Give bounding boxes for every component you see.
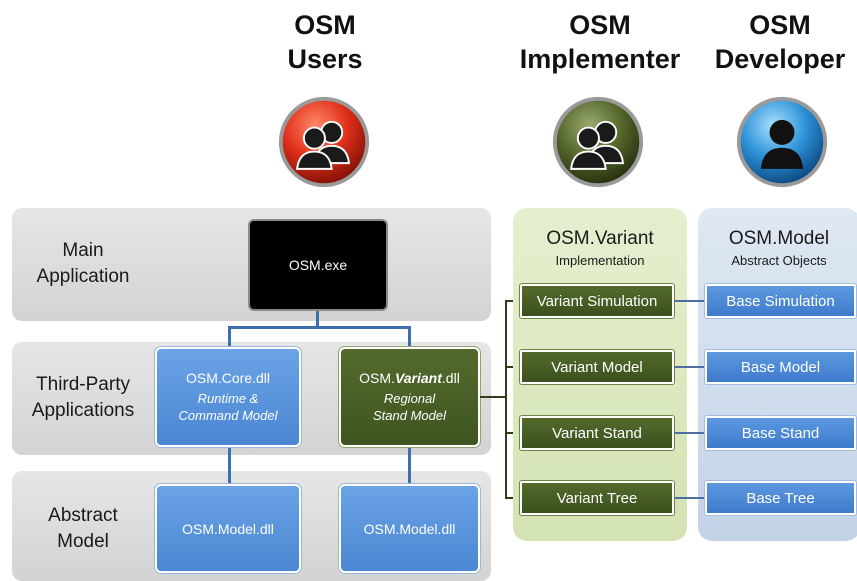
row-label-line1: Main: [62, 240, 104, 261]
role-title-implementer: OSM Implementer: [510, 8, 690, 76]
osm-exe-label: OSM.exe: [288, 257, 348, 273]
connector-line: [228, 326, 231, 350]
variant-dll-subtitle-1: Regional: [383, 391, 436, 406]
model-dll-label: OSM.Model.dll: [363, 520, 456, 537]
single-user-icon: [734, 94, 830, 190]
model-dll-label: OSM.Model.dll: [182, 520, 274, 537]
role-title-line2: Implementer: [519, 44, 681, 74]
connector-line: [480, 396, 506, 398]
row-label-line1: Abstract: [48, 505, 118, 526]
role-title-line1: OSM: [749, 10, 811, 40]
connector-line: [228, 446, 231, 486]
variant-dll-box: OSM.Variant.dll Regional Stand Model: [339, 347, 480, 447]
variant-item: Variant Tree: [520, 481, 674, 515]
variant-item: Variant Simulation: [520, 284, 674, 318]
variant-dll-title: OSM.Variant.dll: [359, 370, 460, 386]
connector-line: [505, 432, 520, 434]
connector-line: [674, 300, 706, 302]
role-title-line1: OSM: [294, 10, 356, 40]
connector-line: [674, 432, 706, 434]
connector-line: [674, 366, 706, 368]
base-item: Base Tree: [705, 481, 856, 515]
core-dll-subtitle-1: Runtime &: [197, 391, 259, 406]
role-title-users: OSM Users: [270, 8, 380, 76]
base-item: Base Stand: [705, 416, 856, 450]
row-label-third-party: Third-Party Applications: [14, 372, 152, 424]
connector-line: [505, 366, 520, 368]
base-item: Base Simulation: [705, 284, 856, 318]
model-column-subtitle: Abstract Objects: [731, 253, 827, 268]
variant-dll-title-bold: Variant: [394, 370, 442, 386]
core-dll-box: OSM.Core.dll Runtime & Command Model: [155, 347, 301, 447]
variant-dll-title-suffix: .dll: [441, 370, 460, 386]
role-title-line2: Users: [287, 44, 363, 74]
connector-line: [408, 326, 411, 350]
row-label-line2: Applications: [31, 400, 135, 421]
model-dll-box-core: OSM.Model.dll: [155, 484, 301, 573]
connector-line: [505, 300, 507, 498]
connector-line: [316, 310, 319, 328]
row-label-line1: Third-Party: [36, 374, 130, 395]
row-label-main-application: Main Application: [14, 238, 152, 290]
connector-line: [505, 497, 520, 499]
base-item: Base Model: [705, 350, 856, 384]
variant-item: Variant Stand: [520, 416, 674, 450]
users-group-icon: [550, 94, 646, 190]
row-label-line2: Application: [36, 266, 130, 287]
variant-column-subtitle: Implementation: [555, 253, 645, 268]
connector-line: [228, 326, 411, 329]
row-label-abstract-model: Abstract Model: [14, 503, 152, 555]
role-title-developer: OSM Developer: [703, 8, 857, 76]
variant-dll-subtitle-2: Stand Model: [373, 408, 446, 423]
core-dll-title: OSM.Core.dll: [185, 370, 271, 386]
osm-exe-box: OSM.exe: [248, 219, 388, 311]
users-group-icon: [276, 94, 372, 190]
model-dll-box-variant: OSM.Model.dll: [339, 484, 480, 573]
connector-line: [408, 446, 411, 486]
connector-line: [505, 300, 520, 302]
variant-item: Variant Model: [520, 350, 674, 384]
connector-line: [674, 497, 706, 499]
row-label-line2: Model: [57, 531, 109, 552]
variant-dll-title-prefix: OSM.: [359, 370, 395, 386]
model-column-title: OSM.Model: [728, 228, 830, 249]
role-title-line2: Developer: [714, 44, 846, 74]
variant-column-title: OSM.Variant: [546, 228, 654, 249]
core-dll-subtitle-2: Command Model: [178, 408, 278, 423]
role-title-line1: OSM: [569, 10, 631, 40]
